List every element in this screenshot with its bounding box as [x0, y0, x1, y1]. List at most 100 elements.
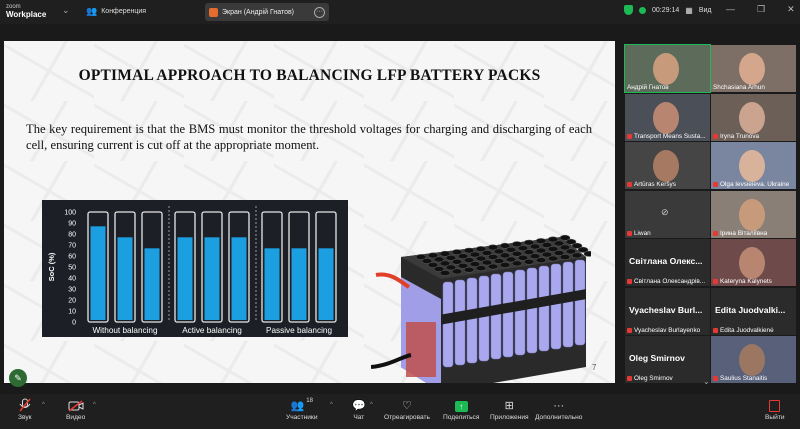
y-tick-label: 60	[68, 254, 76, 261]
mic-muted-icon	[627, 133, 632, 139]
maximize-icon[interactable]: ❐	[757, 4, 766, 14]
mic-muted-icon	[713, 182, 718, 187]
slide-title: OPTIMAL APPROACH TO BALANCING LFP BATTER…	[78, 67, 541, 84]
mute-button[interactable]: Звук	[18, 398, 32, 421]
top-bar: zoom Workplace ⌄ 👥 Конференция Экран (Ан…	[0, 0, 800, 24]
participant-tile[interactable]: Iryna Trunova	[711, 93, 796, 141]
bar-outline	[114, 211, 136, 323]
chat-button[interactable]: 💬 Чат	[352, 400, 366, 421]
soc-bar	[144, 248, 160, 320]
annotate-pen-icon[interactable]: ✎	[9, 369, 27, 387]
apps-button[interactable]: ⊞ Приложения	[490, 400, 529, 421]
bar-outline	[288, 211, 310, 323]
mic-muted-icon	[627, 279, 632, 284]
screen-share-indicator[interactable]: Экран (Андрій Гнатов) ···	[205, 3, 329, 21]
participant-name-large: Світлана Олекс...	[629, 256, 703, 266]
bar-outline	[87, 211, 109, 323]
participant-tile[interactable]: Світлана Олекс...Світлана Олександрів...	[625, 239, 710, 286]
shared-slide: OPTIMAL APPROACH TO BALANCING LFP BATTER…	[4, 41, 615, 383]
people-icon: 👥	[86, 6, 98, 16]
apps-grid-icon: ⊞	[504, 400, 514, 412]
chevron-down-icon[interactable]: ⌄	[62, 5, 70, 15]
participant-name: Kateryna Kalynets	[713, 278, 772, 285]
video-button[interactable]: Видео	[66, 398, 85, 421]
y-tick-label: 20	[68, 298, 76, 305]
participant-tile[interactable]: ⊘Liwan	[625, 190, 710, 238]
close-icon[interactable]: ✕	[787, 4, 795, 14]
y-tick-label: 10	[68, 309, 76, 316]
chat-icon: 💬	[352, 400, 366, 412]
participant-tile[interactable]: Kateryna Kalynets	[711, 239, 796, 286]
bar-outline	[261, 211, 283, 323]
y-tick-label: 50	[68, 265, 76, 272]
participant-name: Transport Means Susta...	[627, 133, 706, 140]
scroll-down-chevron-icon[interactable]: ⌄	[703, 377, 710, 386]
video-off-icon	[68, 398, 84, 412]
participant-tile[interactable]: Transport Means Susta...	[625, 93, 710, 141]
participant-video	[739, 150, 765, 182]
app-logo: zoom Workplace	[6, 4, 47, 19]
participant-name: Oleg Smirnov	[627, 375, 673, 382]
participant-tile[interactable]: Edita Juodvalki...Edita Juodvalkienė	[711, 287, 796, 335]
recording-dot-icon	[639, 6, 646, 14]
participants-count: 18	[306, 398, 313, 404]
soc-bar	[90, 226, 106, 320]
leave-button[interactable]: Выйти	[765, 398, 785, 421]
soc-bar	[291, 248, 307, 320]
participants-button[interactable]: 👥18 Участники	[286, 398, 318, 421]
soc-bar	[231, 237, 247, 320]
participant-video	[739, 247, 765, 279]
group-label: Passive balancing	[266, 326, 332, 335]
heart-icon: ♡	[402, 400, 412, 412]
y-tick-label: 30	[68, 287, 76, 294]
participant-name: Iryna Trunova	[713, 133, 759, 140]
meeting-info-button[interactable]: 👥 Конференция	[86, 6, 147, 16]
y-tick-label: 100	[64, 210, 76, 217]
participant-tile[interactable]: Vyacheslav Burl...Vyacheslav Burlayenko	[625, 287, 710, 335]
y-tick-label: 70	[68, 243, 76, 250]
grid-view-icon[interactable]: ▦	[685, 5, 693, 15]
participant-tile[interactable]: Saulius Stanaitis	[711, 336, 796, 383]
meeting-timer: 00:29:14	[652, 6, 680, 14]
soc-bar	[318, 248, 334, 320]
participant-tile[interactable]: Olga Ievsieieva. Ukraine	[711, 142, 796, 189]
participant-video	[653, 53, 679, 85]
mic-muted-icon	[713, 327, 718, 333]
security-shield-icon[interactable]	[624, 5, 633, 15]
share-screen-button[interactable]: ↑ Поделиться	[443, 398, 479, 421]
participant-name-large: Oleg Smirnov	[629, 353, 685, 363]
soc-bar	[117, 237, 133, 320]
mic-muted-icon	[713, 376, 718, 381]
participant-name: Liwan	[627, 230, 651, 237]
share-options-button[interactable]: ···	[314, 6, 325, 18]
video-options-chevron-icon[interactable]: ^	[93, 402, 96, 408]
meeting-status: 00:29:14 ▦ Вид	[624, 5, 711, 15]
audio-options-chevron-icon[interactable]: ^	[42, 402, 45, 408]
mic-muted-icon	[713, 133, 718, 139]
minimize-icon[interactable]: —	[726, 4, 735, 14]
participant-tile[interactable]: Artūras Keršys	[625, 142, 710, 189]
mic-muted-icon	[713, 279, 718, 284]
participant-tile[interactable]: Андрій Гнатов	[624, 44, 711, 93]
view-button[interactable]: Вид	[698, 6, 712, 14]
react-button[interactable]: ♡ Отреагировать	[384, 400, 430, 421]
slide-body: The key requirement is that the BMS must…	[26, 122, 592, 152]
slide-page-number: 7	[592, 363, 597, 372]
participant-tile[interactable]: Ірина Віталіївна	[711, 190, 796, 238]
more-button[interactable]: ··· Дополнительно	[535, 400, 583, 421]
participant-video	[739, 198, 765, 231]
chat-options-chevron-icon[interactable]: ^	[370, 402, 373, 408]
participants-options-chevron-icon[interactable]: ^	[330, 402, 333, 408]
participant-name: Ірина Віталіївна	[713, 230, 767, 237]
mic-muted-icon	[627, 376, 632, 381]
participant-tile[interactable]: Shchasiana Arhun	[711, 45, 796, 92]
soc-bar	[264, 248, 280, 320]
mic-muted-icon	[627, 327, 632, 333]
mic-muted-icon	[627, 182, 632, 187]
y-tick-label: 80	[68, 232, 76, 239]
participant-video	[653, 150, 679, 182]
window-controls: — ❐ ✕	[726, 4, 795, 15]
